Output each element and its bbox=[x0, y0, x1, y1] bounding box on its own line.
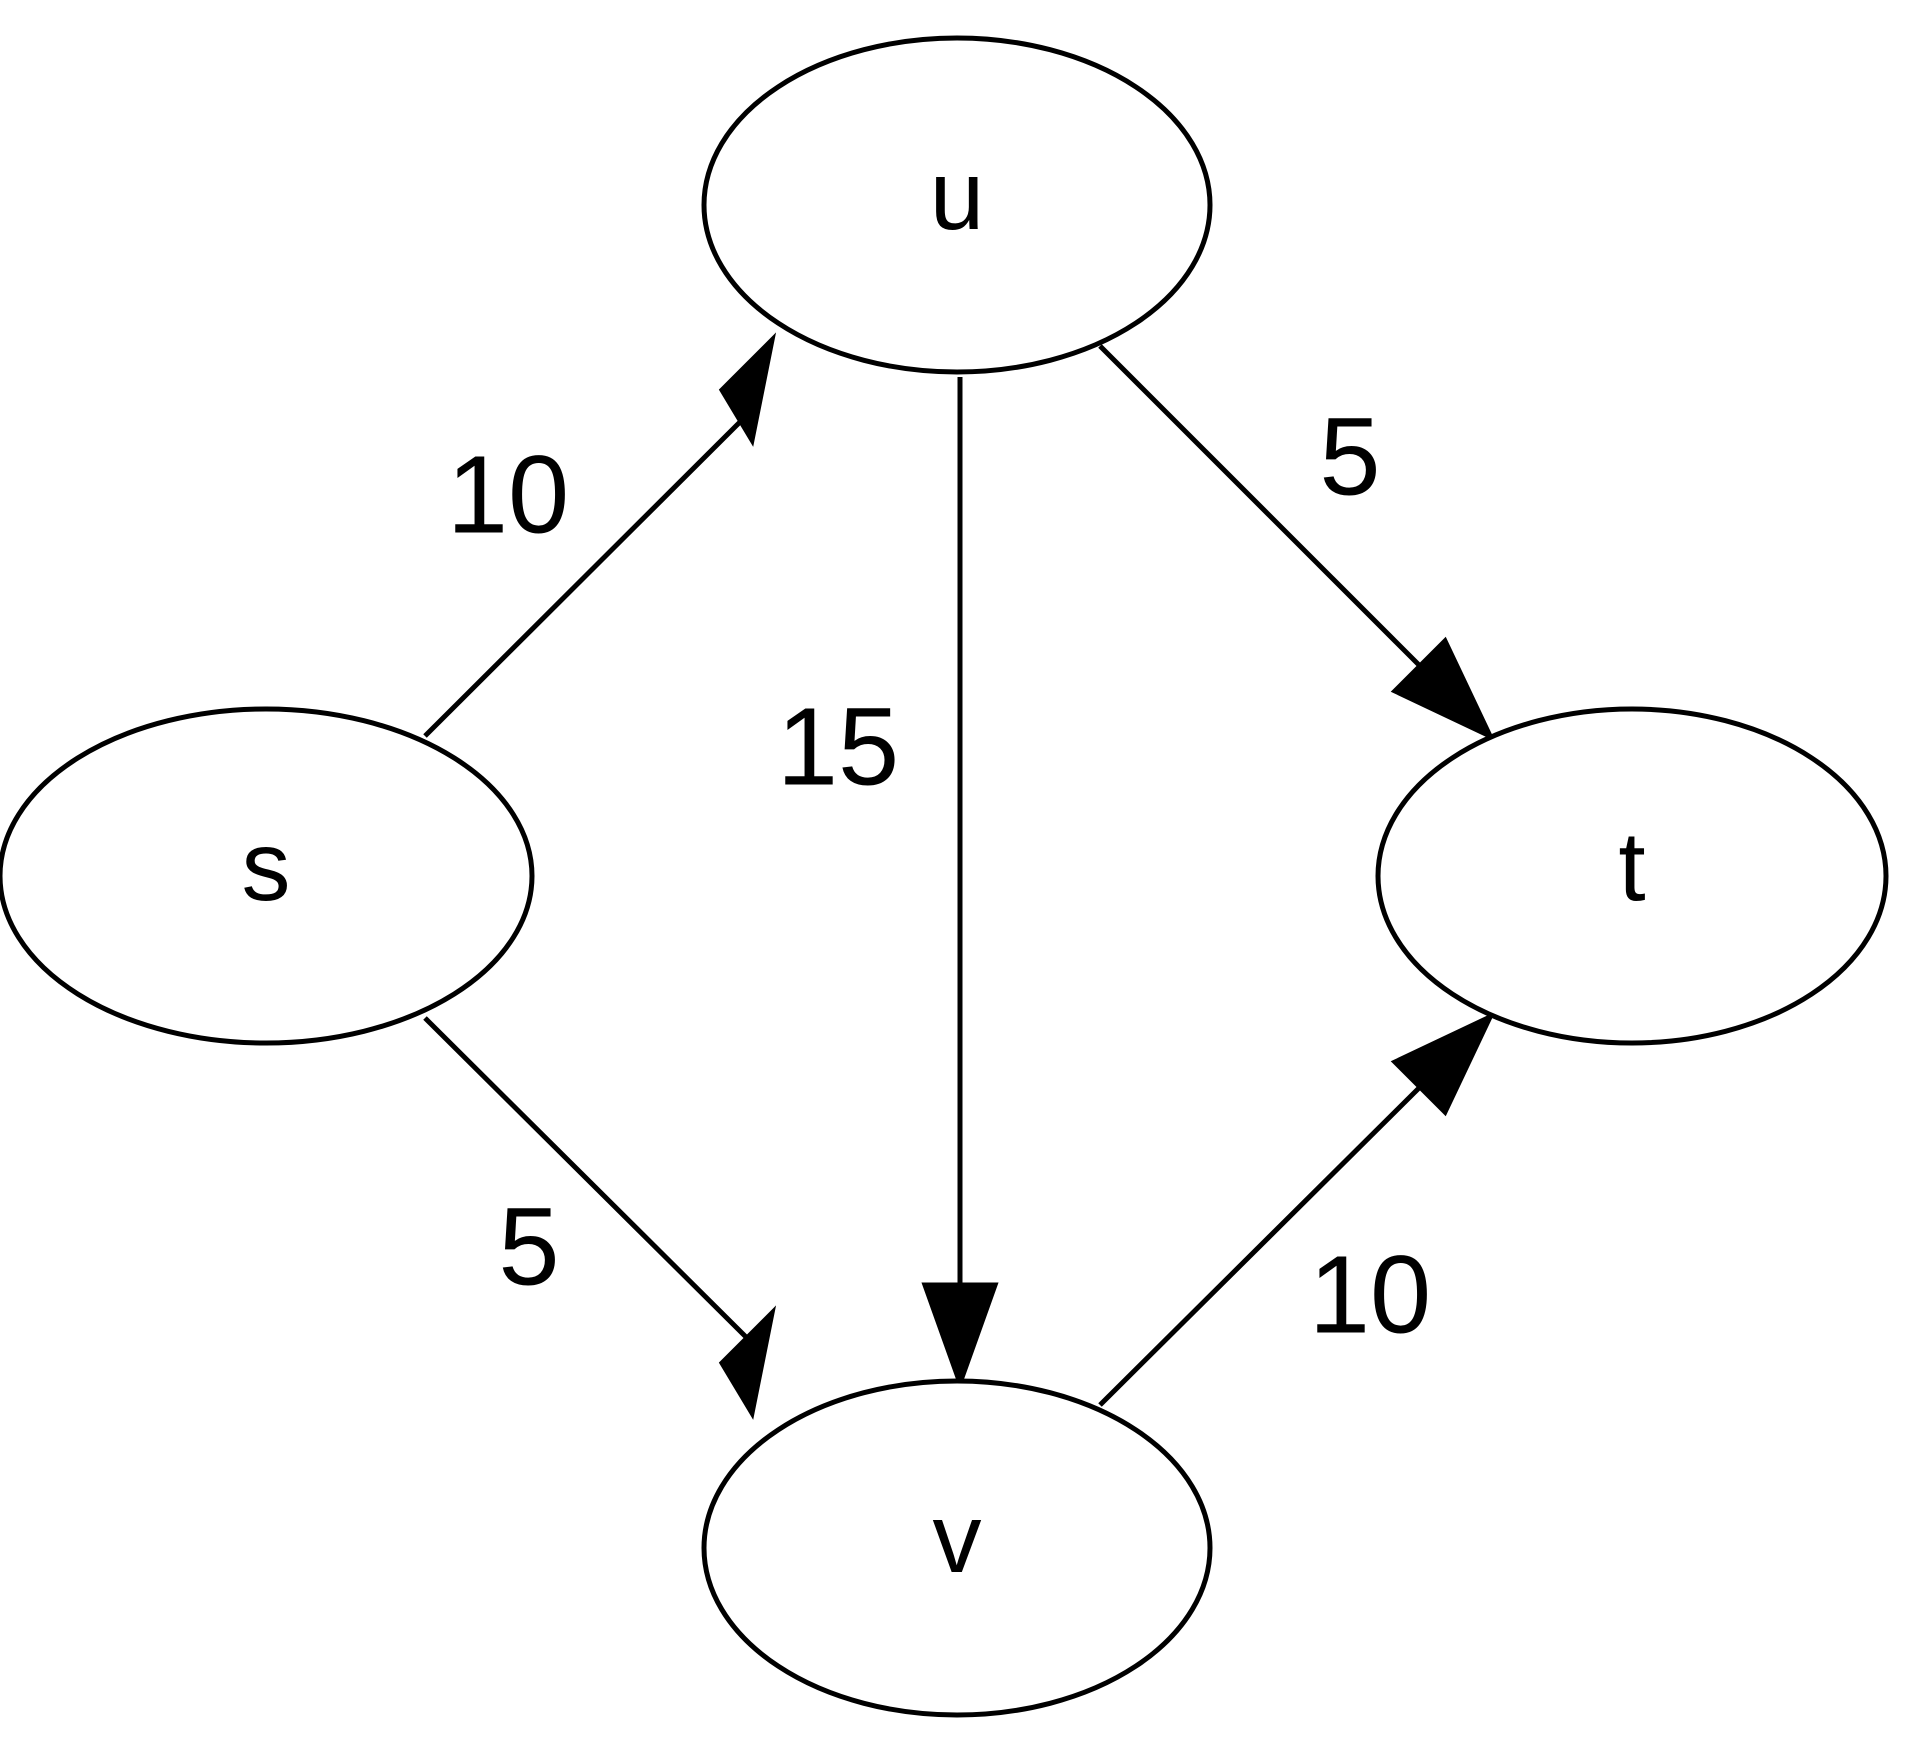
node-ellipse bbox=[701, 35, 1213, 375]
edge-u-v: 15 bbox=[777, 377, 999, 1391]
node-label-t: t bbox=[1618, 811, 1645, 921]
node-label-s: s bbox=[242, 811, 291, 921]
node-u: u bbox=[701, 35, 1213, 375]
node-t: t bbox=[1375, 706, 1889, 1046]
edge-line bbox=[1098, 344, 1422, 668]
edge-label-u-v: 15 bbox=[777, 686, 899, 809]
edge-label-s-v: 5 bbox=[498, 1186, 559, 1309]
arrowhead-icon bbox=[718, 332, 777, 447]
node-label-u: u bbox=[930, 140, 985, 250]
edge-s-v: 5 bbox=[423, 1016, 777, 1420]
node-s: s bbox=[0, 706, 535, 1046]
arrowhead-icon bbox=[718, 1305, 777, 1420]
node-ellipse bbox=[0, 706, 535, 1046]
edge-line bbox=[423, 413, 749, 738]
edge-v-t: 10 bbox=[1098, 1011, 1496, 1407]
edge-line bbox=[1098, 1085, 1422, 1407]
node-label-v: v bbox=[933, 1483, 982, 1593]
edge-label-v-t: 10 bbox=[1309, 1234, 1431, 1357]
arrowhead-icon bbox=[921, 1282, 999, 1391]
node-v: v bbox=[701, 1378, 1213, 1718]
edge-s-u: 10 bbox=[423, 332, 777, 738]
node-ellipse bbox=[1375, 706, 1889, 1046]
node-ellipse bbox=[701, 1378, 1213, 1718]
edge-line bbox=[423, 1016, 749, 1340]
edge-label-u-t: 5 bbox=[1319, 396, 1380, 519]
arrowhead-icon bbox=[1390, 636, 1496, 742]
edge-label-s-u: 10 bbox=[447, 434, 569, 557]
arrowhead-icon bbox=[1390, 1011, 1496, 1117]
edge-u-t: 5 bbox=[1098, 344, 1496, 742]
